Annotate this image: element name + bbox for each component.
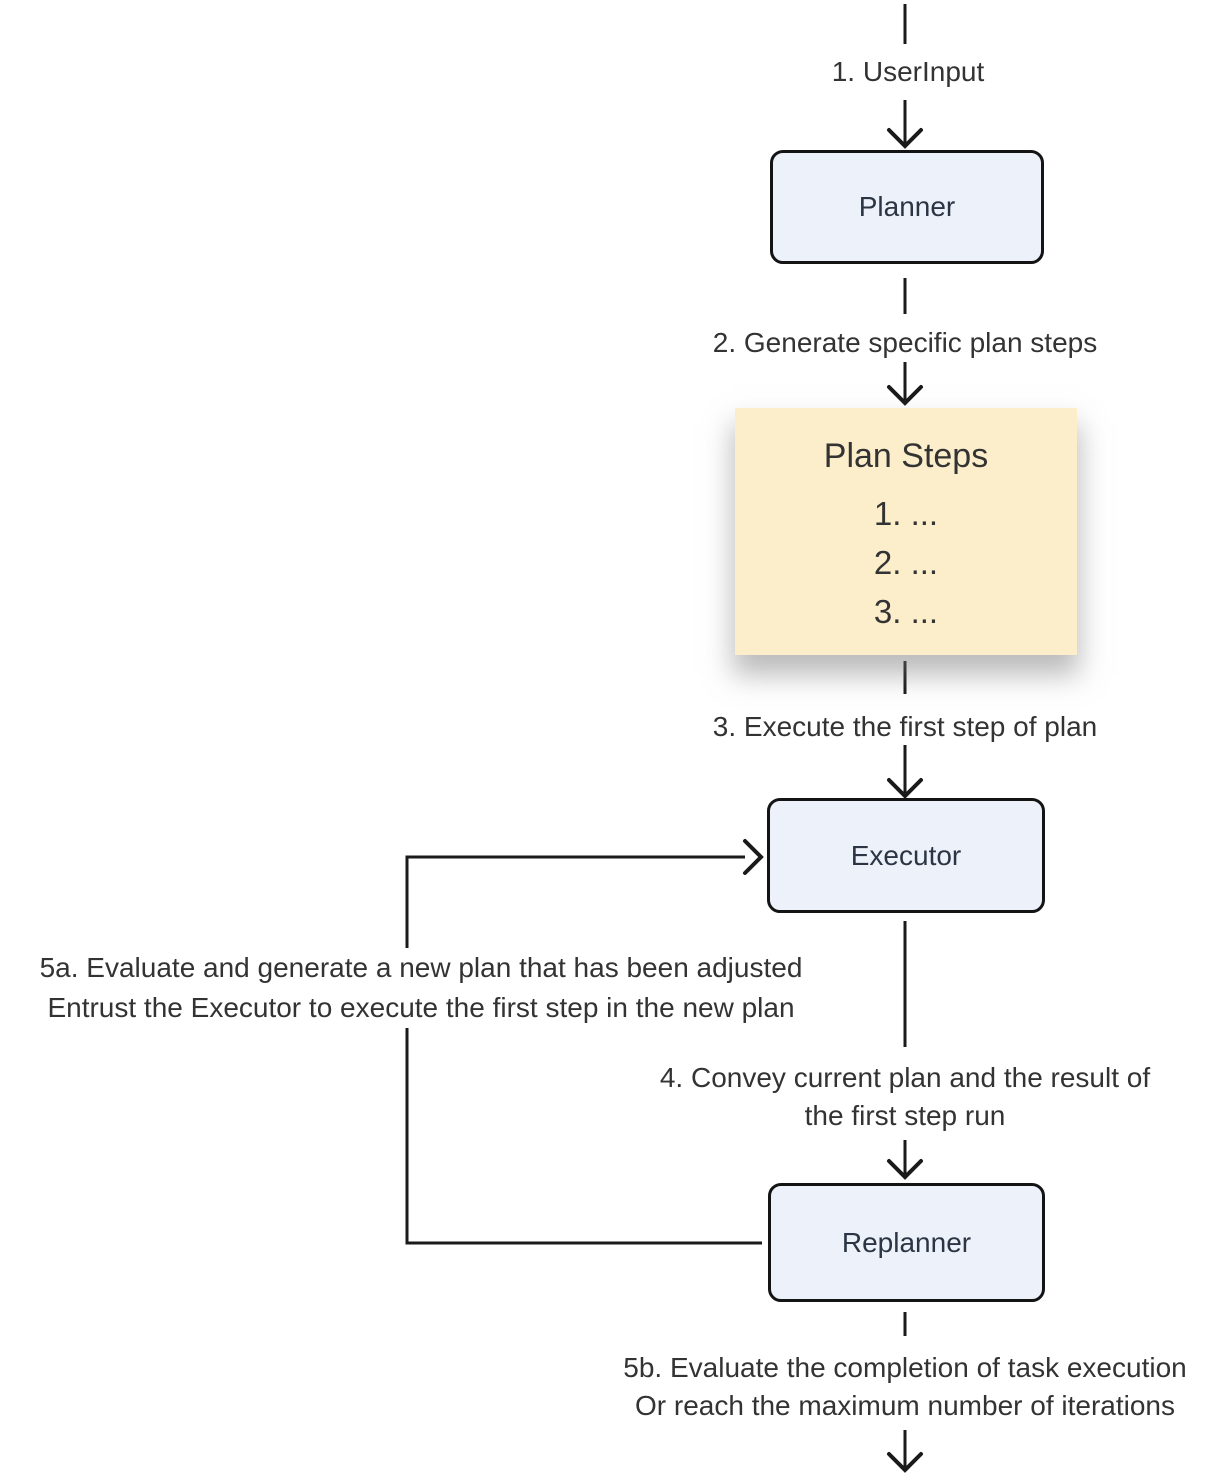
arrowhead-into-replanner bbox=[887, 1159, 923, 1180]
node-replanner: Replanner bbox=[768, 1183, 1045, 1302]
arrowhead-loop-into-executor bbox=[743, 839, 764, 875]
edge-label-step1: 1. UserInput bbox=[828, 55, 988, 89]
plan-step-item: 3. ... bbox=[873, 593, 939, 630]
edge-label-step4-line2: the first step run bbox=[804, 1100, 1006, 1131]
edge-label-step5b-line1: 5b. Evaluate the completion of task exec… bbox=[623, 1352, 1187, 1383]
plan-steps-list: 1. ... 2. ... 3. ... bbox=[735, 489, 1077, 636]
edge-label-step3: 3. Execute the first step of plan bbox=[709, 710, 1101, 744]
edge-replanner-loop-to-executor bbox=[405, 855, 762, 1245]
edge-label-step5b-line2: Or reach the maximum number of iteration… bbox=[635, 1390, 1175, 1421]
edge-label-step4: 4. Convey current plan and the result of… bbox=[656, 1059, 1154, 1135]
plan-steps-title: Plan Steps bbox=[823, 437, 989, 475]
arrowhead-into-plan-steps bbox=[887, 385, 923, 406]
replanner-label: Replanner bbox=[841, 1226, 972, 1258]
planner-label: Planner bbox=[858, 191, 956, 222]
node-planner: Planner bbox=[770, 150, 1044, 264]
edge-label-step4-line1: 4. Convey current plan and the result of bbox=[659, 1062, 1151, 1093]
plan-step-item: 1. ... bbox=[873, 495, 939, 532]
arrowhead-into-executor bbox=[887, 778, 923, 799]
arrowhead-into-planner bbox=[887, 128, 923, 149]
executor-label: Executor bbox=[850, 839, 962, 871]
arrowhead-exit bbox=[887, 1452, 923, 1473]
node-executor: Executor bbox=[767, 798, 1045, 913]
plan-step-item: 2. ... bbox=[873, 544, 939, 581]
node-plan-steps: Plan Steps 1. ... 2. ... 3. ... bbox=[735, 408, 1077, 655]
edge-label-step5a-line1: 5a. Evaluate and generate a new plan tha… bbox=[39, 952, 803, 983]
edge-label-step5a-line2: Entrust the Executor to execute the firs… bbox=[47, 992, 795, 1023]
edge-label-step2: 2. Generate specific plan steps bbox=[709, 326, 1101, 360]
edge-label-step5b: 5b. Evaluate the completion of task exec… bbox=[620, 1349, 1190, 1425]
edge-label-step5a: 5a. Evaluate and generate a new plan tha… bbox=[36, 948, 806, 1028]
